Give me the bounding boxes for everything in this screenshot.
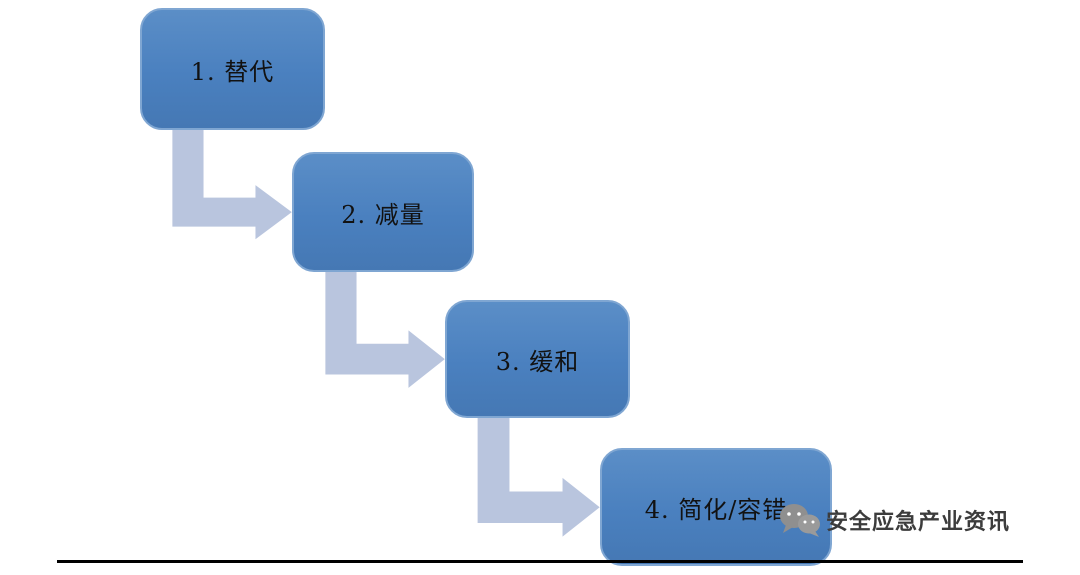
elbow-arrow-1-to-2 (162, 130, 297, 246)
elbow-arrow-3-to-4 (467, 418, 605, 544)
watermark-label: 安全应急产业资讯 (826, 509, 1011, 534)
step-box-2: 2. 减量 (292, 152, 474, 272)
step-box-3: 3. 缓和 (445, 300, 630, 418)
step-box-1: 1. 替代 (140, 8, 325, 130)
elbow-arrow-2-to-3 (315, 272, 450, 395)
wechat-icon (778, 502, 822, 538)
step-label-1: 1. 替代 (190, 57, 275, 86)
step-label-2: 2. 减量 (341, 200, 425, 229)
bottom-divider (57, 560, 1023, 563)
step-label-4: 4. 简化/容错 (644, 495, 788, 524)
watermark: 安全应急产业资讯 (778, 502, 1010, 538)
step-label-3: 3. 缓和 (495, 347, 580, 376)
